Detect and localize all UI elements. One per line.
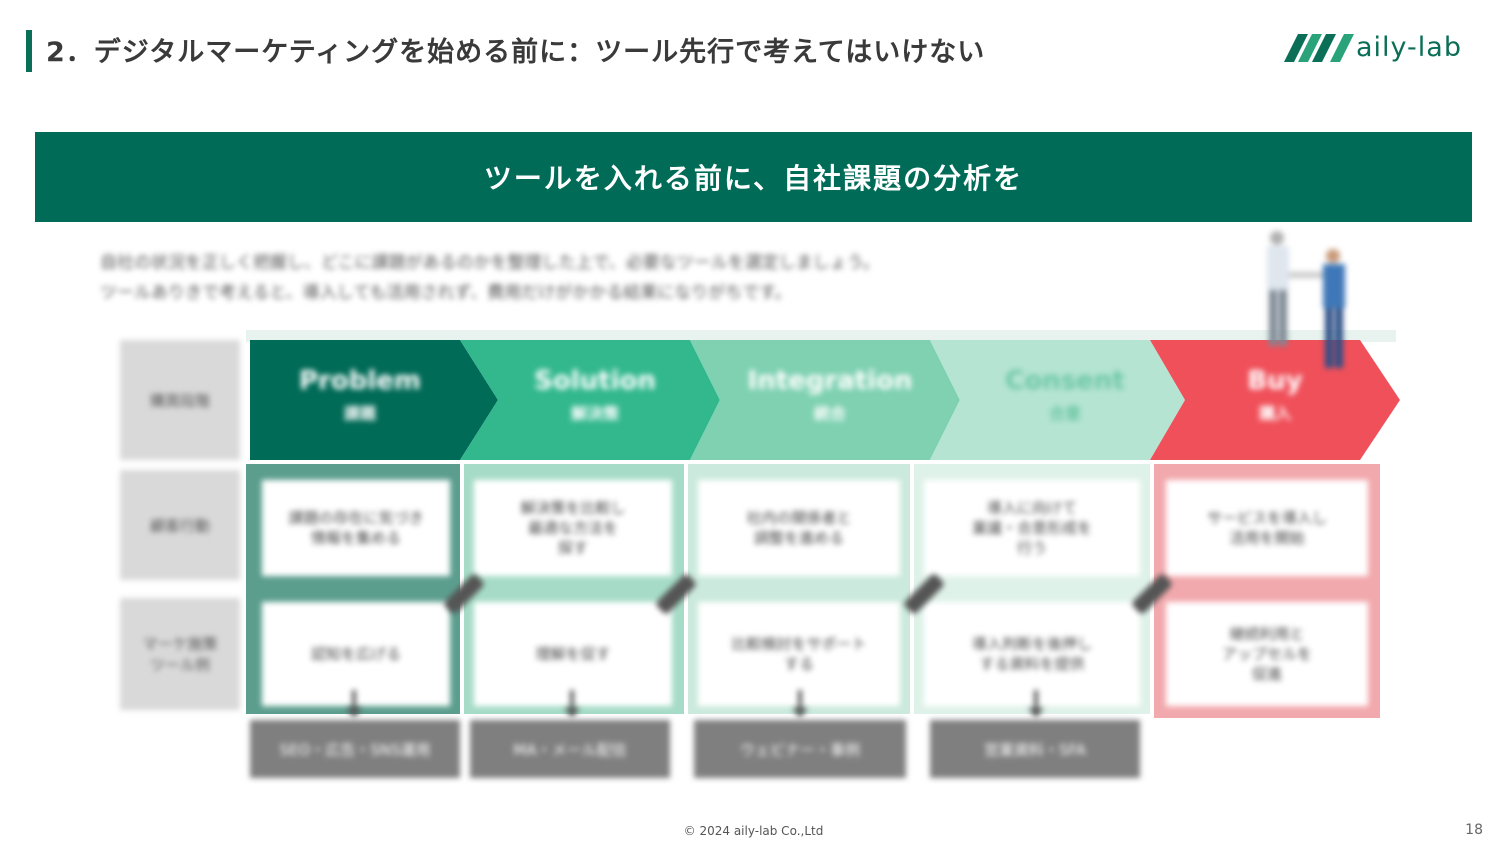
page-title: 2．デジタルマーケティングを始める前に：ツール先行で考えてはいけない bbox=[46, 37, 986, 68]
tool-box-2: MA・メール配信 bbox=[470, 720, 670, 778]
stage-arrow-3 bbox=[690, 340, 960, 460]
goal-cell-3: 社内の関係者と調整を進める bbox=[698, 480, 900, 576]
stage-arrow-1 bbox=[250, 340, 498, 460]
goal-cell-4: 導入に向けて稟議・合意形成を行う bbox=[924, 480, 1140, 576]
copyright-text: © 2024 aily-lab Co.,Ltd bbox=[683, 824, 824, 838]
logo-text: aily-lab bbox=[1356, 31, 1462, 63]
goal-cell-5: サービスを導入し活用を開始 bbox=[1166, 480, 1368, 576]
pin-icon-3 bbox=[792, 690, 808, 718]
banner-text: ツールを入れる前に、自社課題の分析を bbox=[483, 162, 1024, 195]
page-number: 18 bbox=[1465, 822, 1483, 838]
pin-icon-2 bbox=[564, 690, 580, 718]
measure-cell-4: 導入判断を後押しする資料を提供 bbox=[924, 602, 1140, 706]
tool-box-3: ウェビナー・事例 bbox=[694, 720, 906, 778]
pin-icon-4 bbox=[1028, 690, 1044, 718]
intro-text: 自社の状況を正しく把握し、どこに課題があるのかを整理した上で、必要なツールを選定… bbox=[100, 248, 1080, 308]
measure-cell-2: 理解を促す bbox=[474, 602, 672, 706]
pin-icon-1 bbox=[346, 690, 362, 718]
title-accent-bar bbox=[26, 30, 32, 72]
goal-cell-1: 課題の存在に気づき情報を集める bbox=[262, 480, 450, 576]
measure-cell-3: 比較検討をサポートする bbox=[698, 602, 900, 706]
stage-arrow-4 bbox=[930, 340, 1185, 460]
headline-banner: ツールを入れる前に、自社課題の分析を bbox=[35, 132, 1472, 222]
stage-arrow-2 bbox=[460, 340, 720, 460]
arrow-top-halo bbox=[246, 330, 1396, 342]
row-label-measure: マーケ施策 ツール例 bbox=[120, 598, 240, 710]
row-label-stage: 購買段階 bbox=[120, 340, 240, 460]
intro-line-1: 自社の状況を正しく把握し、どこに課題があるのかを整理した上で、必要なツールを選定… bbox=[100, 253, 880, 273]
tool-box-4: 営業資料・SFA bbox=[930, 720, 1140, 778]
stage-arrow-5 bbox=[1150, 340, 1400, 460]
intro-line-2: ツールありきで考えると、導入しても活用されず、費用だけがかかる結果になりがちです… bbox=[100, 283, 792, 303]
row-label-goal: 顧客行動 bbox=[120, 470, 240, 580]
goal-cell-2: 解決策を比較し最適な方法を探す bbox=[474, 480, 672, 576]
measure-cell-1: 認知を広げる bbox=[262, 602, 450, 706]
logo-mark-icon bbox=[1284, 34, 1354, 62]
tool-box-1: SEO・広告・SNS運用 bbox=[250, 720, 460, 778]
measure-cell-5: 継続利用とアップセルを促進 bbox=[1166, 602, 1368, 706]
company-logo: aily-lab bbox=[1284, 30, 1462, 64]
business-people-illustration bbox=[1267, 231, 1345, 368]
